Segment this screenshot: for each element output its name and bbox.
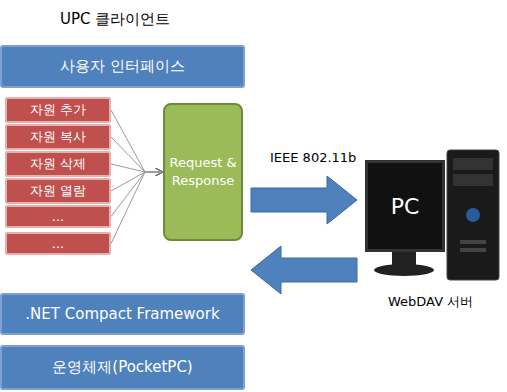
- diagram-title: UPC 클라이언트: [60, 10, 170, 29]
- monitor-neck: [392, 252, 416, 266]
- drive-bay: [453, 158, 493, 170]
- request-connector: [111, 172, 162, 217]
- node-label: .NET Compact Framework: [25, 305, 219, 323]
- request-connector: [111, 172, 162, 191]
- node-label: ...: [52, 209, 64, 224]
- node-label: 자원 추가: [30, 101, 86, 119]
- node-label: 자원 삭제: [30, 155, 86, 173]
- request-connector: [111, 110, 162, 172]
- function-box: 자원 삭제: [5, 151, 111, 177]
- node-label: 자원 열람: [30, 182, 86, 200]
- node-label: PC: [391, 194, 420, 219]
- block-arrow: [251, 246, 357, 294]
- tower-vent: [460, 248, 486, 252]
- process-box: Request & Response: [163, 103, 243, 241]
- node-label: Request & Response: [169, 154, 237, 190]
- node-label: 사용자 인터페이스: [60, 57, 185, 76]
- function-box: 자원 복사: [5, 124, 111, 150]
- request-connector: [111, 164, 162, 172]
- layer-band: 운영체제(PocketPC): [0, 345, 245, 390]
- monitor-foot: [374, 264, 434, 276]
- layer-band: 사용자 인터페이스: [0, 45, 245, 88]
- power-button: [466, 208, 480, 222]
- node-label: ...: [52, 236, 64, 251]
- server-label: WebDAV 서버: [388, 293, 473, 311]
- node-label: 운영체제(PocketPC): [52, 358, 192, 377]
- block-arrow: [251, 176, 357, 224]
- request-connector: [111, 137, 162, 172]
- tower-vent: [460, 240, 486, 244]
- layer-band: .NET Compact Framework: [0, 293, 245, 335]
- function-box: ...: [5, 205, 111, 228]
- function-box: ...: [5, 232, 111, 255]
- node-label: 자원 복사: [30, 128, 86, 146]
- request-connector: [111, 172, 162, 244]
- pc-tower: [447, 150, 499, 280]
- function-box: 자원 추가: [5, 97, 111, 123]
- pc-monitor: PCWebDAV 서버: [365, 160, 445, 252]
- protocol-label: IEEE 802.11b: [270, 150, 356, 165]
- function-box: 자원 열람: [5, 178, 111, 204]
- drive-bay: [453, 174, 493, 186]
